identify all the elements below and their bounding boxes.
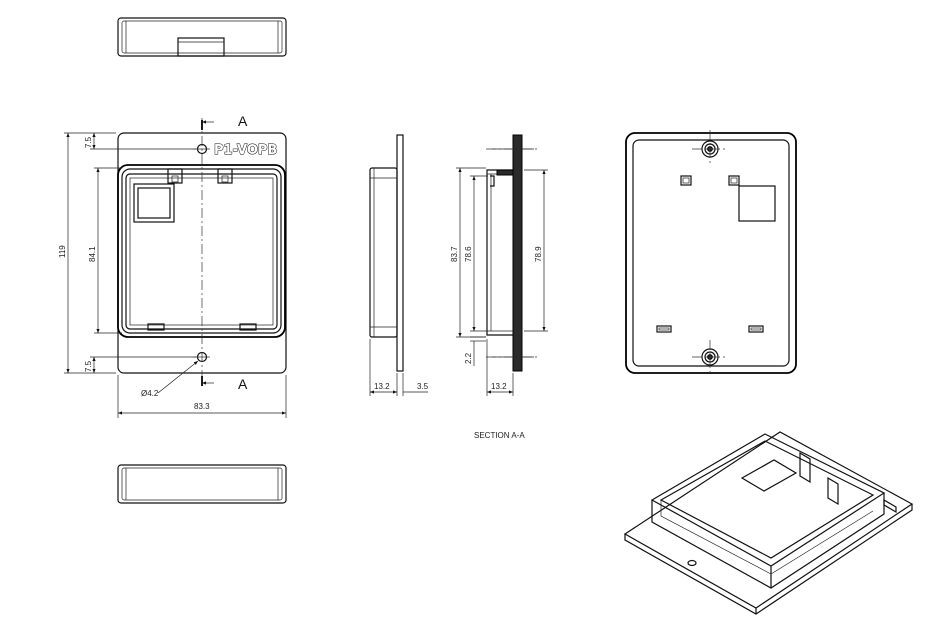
section-markers: A A [201, 113, 248, 392]
front-dimensions: 119 84.1 7.5 7.5 83.3 Ø4.2 [58, 132, 287, 418]
bottom-view [117, 464, 287, 504]
section-height-right-dim: 78.9 [534, 246, 543, 262]
overall-width-dim: 83.3 [194, 402, 210, 411]
side-flange-dim: 3.5 [417, 382, 429, 391]
section-marker-bottom: A [238, 376, 248, 392]
section-flange-thickness-dim: 2.2 [464, 352, 473, 364]
iso-hole-icon [687, 559, 697, 567]
rear-view [625, 130, 797, 376]
product-code-label: P1-VOPB [214, 143, 277, 158]
section-marker-top: A [238, 113, 248, 129]
top-offset-dim: 7.5 [84, 136, 93, 148]
side-view: 13.2 3.5 [369, 134, 429, 396]
bottom-offset-dim: 7.5 [84, 360, 93, 372]
section-height-outer-dim: 83.7 [450, 246, 459, 262]
isometric-view [623, 431, 914, 615]
inner-height-dim: 84.1 [88, 246, 97, 262]
section-title: SECTION A-A [474, 431, 525, 440]
section-height-inner-dim: 78.6 [464, 246, 473, 262]
overall-height-dim: 119 [58, 245, 67, 258]
section-view: 83.7 78.6 78.9 2.2 13.2 [450, 134, 548, 396]
section-depth-dim: 13.2 [491, 382, 507, 391]
top-view [117, 17, 287, 57]
side-depth-dim: 13.2 [374, 382, 390, 391]
hole-diameter-dim: Ø4.2 [141, 389, 159, 398]
front-view: P1-VOPB [117, 118, 287, 388]
